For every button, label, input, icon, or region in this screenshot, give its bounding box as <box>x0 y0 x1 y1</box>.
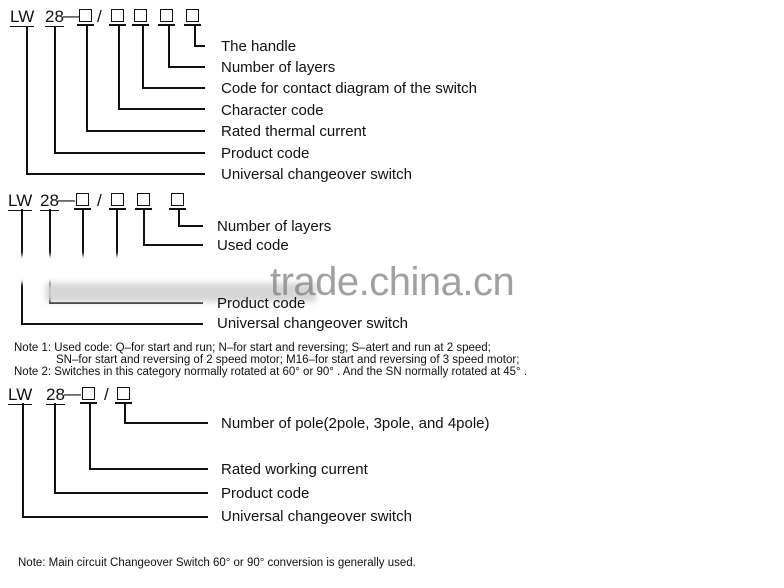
code-dash: — <box>58 190 75 209</box>
leader-vertical <box>82 209 84 261</box>
leader-horizontal <box>22 516 208 518</box>
leader-vertical <box>54 26 56 153</box>
code-lw: LW <box>10 7 35 27</box>
label-product-code: Product code <box>217 295 306 312</box>
leader-vertical <box>86 25 88 131</box>
leader-vertical <box>89 403 91 469</box>
leader-horizontal <box>54 152 205 154</box>
label-contact-diagram-code: Code for contact diagram of the switch <box>221 80 477 97</box>
leader-horizontal <box>168 66 205 68</box>
code-box-4 <box>160 9 173 22</box>
label-number-of-layers: Number of layers <box>217 218 332 235</box>
label-number-of-pole: Number of pole(2pole, 3pole, and 4pole) <box>221 415 490 432</box>
note-1-line-1: Note 1: Used code: Q–for start and run; … <box>14 342 491 354</box>
footer-note: Note: Main circuit Changeover Switch 60°… <box>18 557 416 569</box>
leader-horizontal <box>54 492 208 494</box>
leader-vertical <box>54 403 56 493</box>
label-used-code: Used code <box>217 237 289 254</box>
code-box-4 <box>171 193 184 206</box>
leader-horizontal <box>142 87 205 89</box>
leader-vertical <box>194 25 196 46</box>
box-underline <box>80 402 97 404</box>
box-underline <box>169 208 186 210</box>
code-slash: / <box>97 191 102 210</box>
leader-vertical <box>143 209 145 245</box>
label-number-of-layers: Number of layers <box>221 59 336 76</box>
code-box-2 <box>111 9 124 22</box>
label-product-code: Product code <box>221 145 310 162</box>
leader-horizontal <box>49 302 203 304</box>
box-underline <box>74 208 91 210</box>
leader-vertical <box>26 26 28 174</box>
label-handle: The handle <box>221 38 297 55</box>
box-underline <box>132 24 149 26</box>
code-box-1 <box>82 387 95 400</box>
code-box-5 <box>186 9 199 22</box>
leader-horizontal <box>194 45 205 47</box>
leader-horizontal <box>118 108 205 110</box>
leader-vertical <box>116 209 118 261</box>
watermark-text: trade.china.cn <box>270 260 515 304</box>
code-box-3 <box>134 9 147 22</box>
box-underline <box>109 24 126 26</box>
leader-vertical <box>142 25 144 88</box>
box-underline <box>115 402 132 404</box>
leader-horizontal <box>21 323 203 325</box>
code-dash: — <box>63 6 80 25</box>
code-box-1 <box>76 193 89 206</box>
code-dash: — <box>64 384 81 403</box>
leader-horizontal <box>178 225 203 227</box>
label-rated-thermal-current: Rated thermal current <box>221 123 367 140</box>
box-underline <box>109 208 126 210</box>
code-slash: / <box>104 385 109 404</box>
leader-vertical <box>178 209 180 226</box>
leader-vertical <box>118 25 120 109</box>
box-underline <box>135 208 152 210</box>
code-box-2 <box>111 193 124 206</box>
note-2: Note 2: Switches in this category normal… <box>14 366 528 378</box>
label-character-code: Character code <box>221 102 324 119</box>
leader-horizontal <box>124 422 208 424</box>
label-universal-changeover-switch: Universal changeover switch <box>217 315 408 332</box>
code-28: 28 <box>45 7 64 27</box>
box-underline <box>158 24 175 26</box>
label-universal-changeover-switch: Universal changeover switch <box>221 508 412 525</box>
leader-horizontal <box>26 173 205 175</box>
box-underline <box>184 24 201 26</box>
note-1-line-2: SN–for start and reversing of 2 speed mo… <box>56 354 520 366</box>
code-lw: LW <box>8 191 33 211</box>
code-box-1 <box>79 9 92 22</box>
label-rated-working-current: Rated working current <box>221 461 368 478</box>
blur-smudge <box>12 255 202 283</box>
code-box-2 <box>117 387 130 400</box>
leader-horizontal <box>86 130 205 132</box>
leader-vertical <box>168 25 170 67</box>
code-box-3 <box>137 193 150 206</box>
code-slash: / <box>97 7 102 26</box>
leader-vertical <box>22 403 24 517</box>
leader-vertical <box>124 403 126 423</box>
leader-horizontal <box>143 244 203 246</box>
blur-smudge <box>46 283 316 302</box>
code-lw: LW <box>8 385 33 405</box>
box-underline <box>77 24 94 26</box>
label-product-code: Product code <box>221 485 310 502</box>
leader-horizontal <box>89 468 208 470</box>
label-universal-changeover-switch: Universal changeover switch <box>221 166 412 183</box>
